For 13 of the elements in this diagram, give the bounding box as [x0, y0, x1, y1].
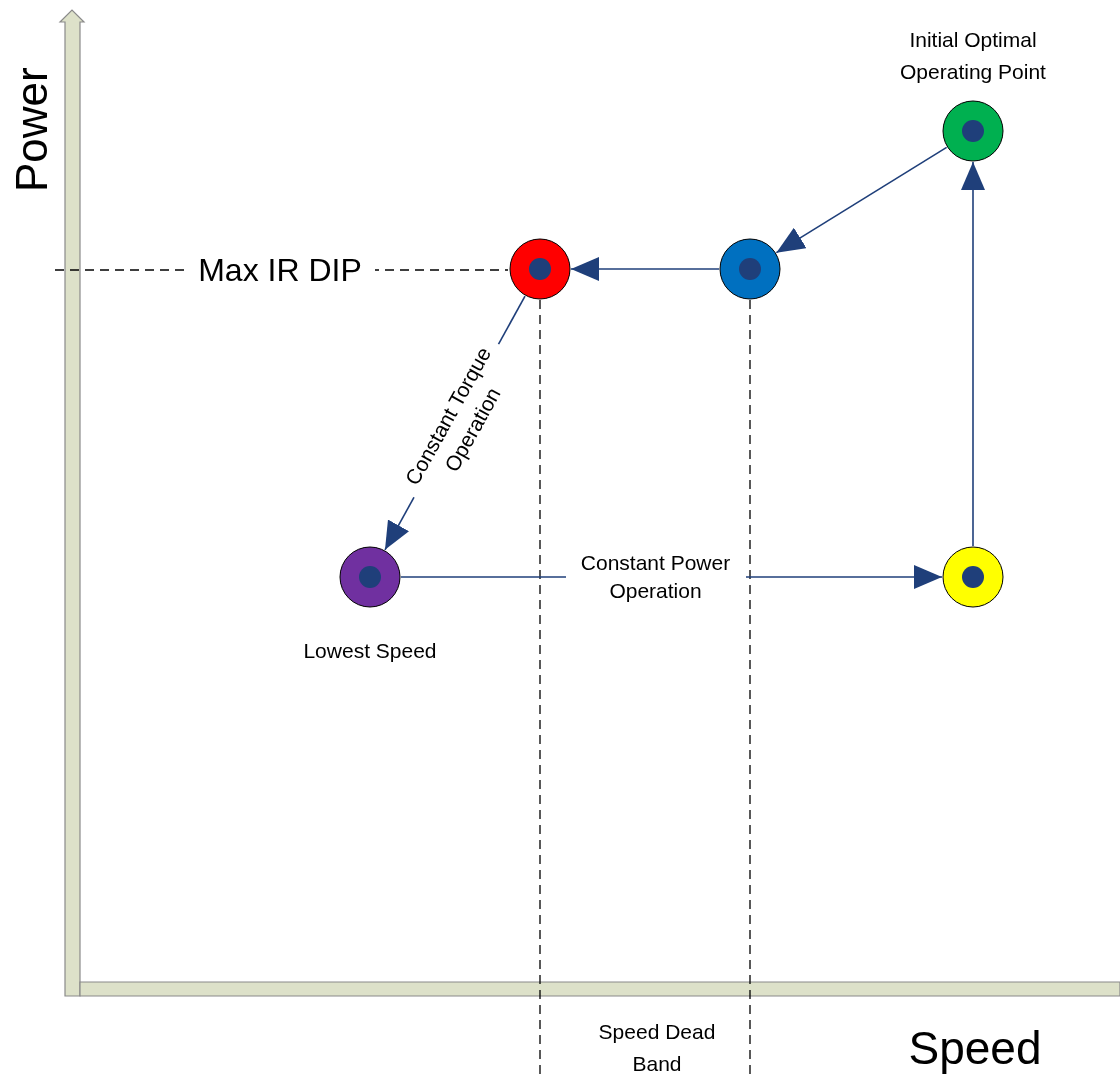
arrow: [961, 161, 985, 547]
operating-point-marker: [509, 238, 571, 300]
axis-title: Speed: [907, 1021, 1043, 1076]
operating-point-marker: [719, 238, 781, 300]
arrow: [570, 257, 720, 281]
band-label: Speed Dead Band: [597, 1019, 717, 1077]
point-label: Lowest Speed: [302, 638, 438, 664]
operating-point-marker: [339, 546, 401, 608]
axis-title: Power: [8, 66, 56, 195]
operating-point-marker: [942, 100, 1004, 162]
operating-point-marker: [942, 546, 1004, 608]
point-label: Initial Optimal Operating Point: [899, 27, 1047, 85]
arrow: [775, 146, 948, 254]
